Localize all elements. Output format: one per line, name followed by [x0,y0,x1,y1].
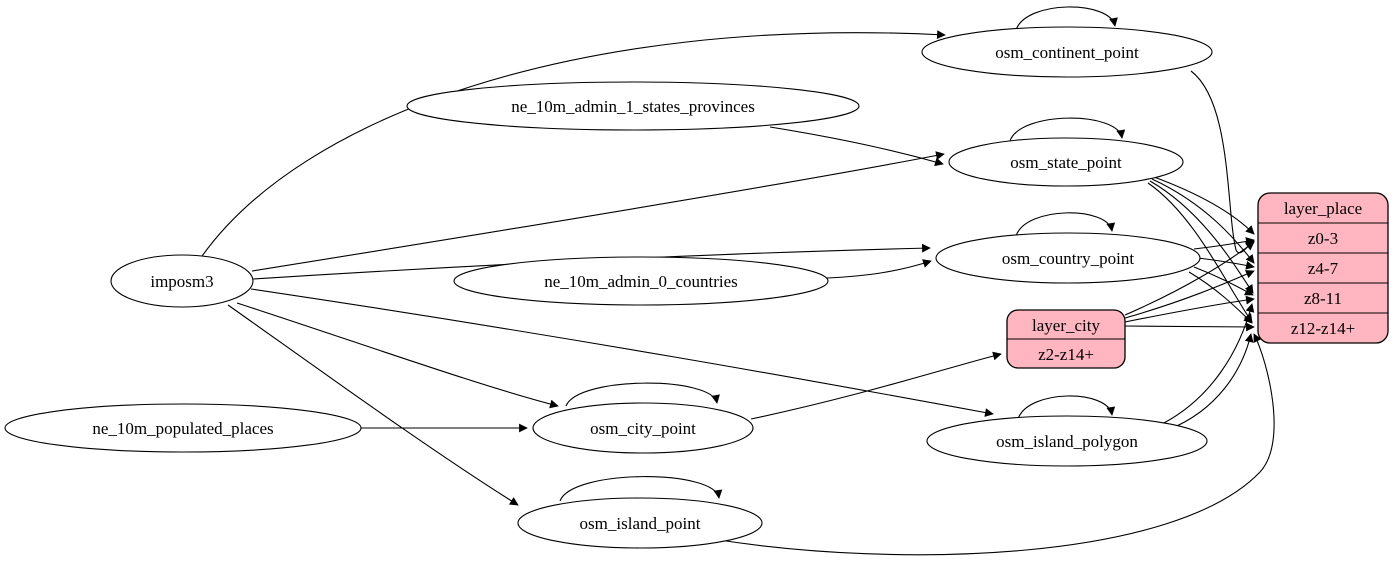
node-osm_city_point: osm_city_point [532,402,754,454]
node-osm_island_polygon: osm_island_polygon [926,415,1208,467]
node-osm_country_point-shape [935,232,1201,284]
record-layer_city-row-z2-z14: z2-z14+ [1038,345,1094,364]
node-osm_city_point-label: osm_city_point [590,419,696,438]
node-osm_island_point-shape [517,497,763,549]
edge-osm_state_point-layer_place-z4-7 [1151,178,1255,264]
record-layer_place-row-z0-3: z0-3 [1308,229,1338,248]
edge-imposm3-osm_continent_point [199,30,946,260]
record-layer_city: layer_city z2-z14+ [1006,309,1126,369]
edge-self-loop-osm_island_polygon [1017,395,1116,420]
edge-osm_country_point-layer_place-z12-z14 [1188,271,1253,324]
edge-self-loop-osm_island_point [559,476,723,502]
record-layer_place-row-z4-7: z4-7 [1308,259,1339,278]
node-osm_state_point: osm_state_point [948,137,1184,187]
edge-imposm3-osm_island_polygon [250,288,994,417]
node-ne_10m_admin_1_states_provinces-label: ne_10m_admin_1_states_provinces [511,97,755,116]
edge-osm_island_polygon-layer_place-z12-z14 [1169,333,1254,430]
edge-self-loop-osm_continent_point [1015,6,1118,31]
node-ne_10m_admin_1_states_provinces-shape [406,81,860,131]
edge-layer_city-layer_place-z12-z14 [1124,322,1255,332]
node-osm_island_polygon-shape [926,415,1208,467]
edge-osm_state_point-layer_place-z0-3 [1153,176,1255,235]
node-ne_10m_admin_1_states_provinces: ne_10m_admin_1_states_provinces [406,81,860,131]
node-osm_country_point-label: osm_country_point [1002,249,1134,268]
node-ne_10m_populated_places-shape [4,403,362,453]
edge-osm_island_polygon-layer_place-z8-11 [1161,303,1255,425]
node-osm_continent_point-label: osm_continent_point [995,43,1139,62]
record-layer_place-row-z12-z14: z12-z14+ [1291,319,1355,338]
node-imposm3-label: imposm3 [150,272,213,291]
node-osm_continent_point: osm_continent_point [921,26,1213,78]
edge-self-loop-osm_country_point [1015,212,1116,237]
record-layer_place-shape [1257,192,1389,344]
node-osm_state_point-label: osm_state_point [1010,153,1122,172]
node-imposm3-shape [110,254,254,308]
edge-self-loop-osm_city_point [565,382,720,407]
edge-osm_state_point-layer_place-z12-z14 [1147,182,1253,323]
edge-ne_10m_admin_0_countries-osm_country_point [826,259,932,279]
node-osm_continent_point-shape [921,26,1213,78]
edge-osm_country_point-layer_place-z0-3 [1193,237,1255,250]
edge-imposm3-osm_state_point [251,151,945,272]
node-osm_state_point-shape [948,137,1184,187]
node-osm_city_point-shape [532,402,754,454]
node-osm_island_polygon-label: osm_island_polygon [996,432,1138,451]
node-ne_10m_populated_places-label: ne_10m_populated_places [92,419,273,438]
edge-imposm3-osm_island_point [227,304,519,506]
edge-osm_continent_point-layer_place-z0-3 [1190,70,1255,254]
edge-layer [199,6,1275,556]
edge-osm_island_point-layer_place-z12-z14 [712,333,1275,556]
edge-self-loop-osm_state_point [1009,117,1126,142]
node-osm_island_point-label: osm_island_point [580,514,701,533]
node-osm_country_point: osm_country_point [935,232,1201,284]
record-layer_place-row-z8-11: z8-11 [1304,289,1342,308]
record-layer_place: layer_place z0-3 z4-7 z8-11 z12-z14+ [1257,192,1389,344]
edge-layer_city-layer_place-z8-11 [1124,295,1255,323]
edge-layer_city-layer_place-z4-7 [1124,270,1255,319]
edge-osm_state_point-layer_place-z8-11 [1149,180,1254,294]
node-ne_10m_populated_places: ne_10m_populated_places [4,403,362,453]
node-osm_island_point: osm_island_point [517,497,763,549]
edge-ne_10m_admin_1_states_provinces-osm_state_point [769,126,944,167]
record-layer_city-title: layer_city [1032,316,1100,335]
node-imposm3: imposm3 [110,254,254,308]
node-ne_10m_admin_0_countries-label: ne_10m_admin_0_countries [544,272,738,291]
edge-osm_city_point-layer_city-z2-z14 [750,351,1002,420]
edge-imposm3-osm_city_point [236,302,559,409]
edge-layer_city-layer_place-z0-3 [1124,241,1255,316]
record-layer_place-title: layer_place [1284,199,1362,218]
edge-osm_country_point-layer_place-z4-7 [1197,257,1255,270]
node-ne_10m_admin_0_countries: ne_10m_admin_0_countries [453,256,829,306]
node-ne_10m_admin_0_countries-shape [453,256,829,306]
